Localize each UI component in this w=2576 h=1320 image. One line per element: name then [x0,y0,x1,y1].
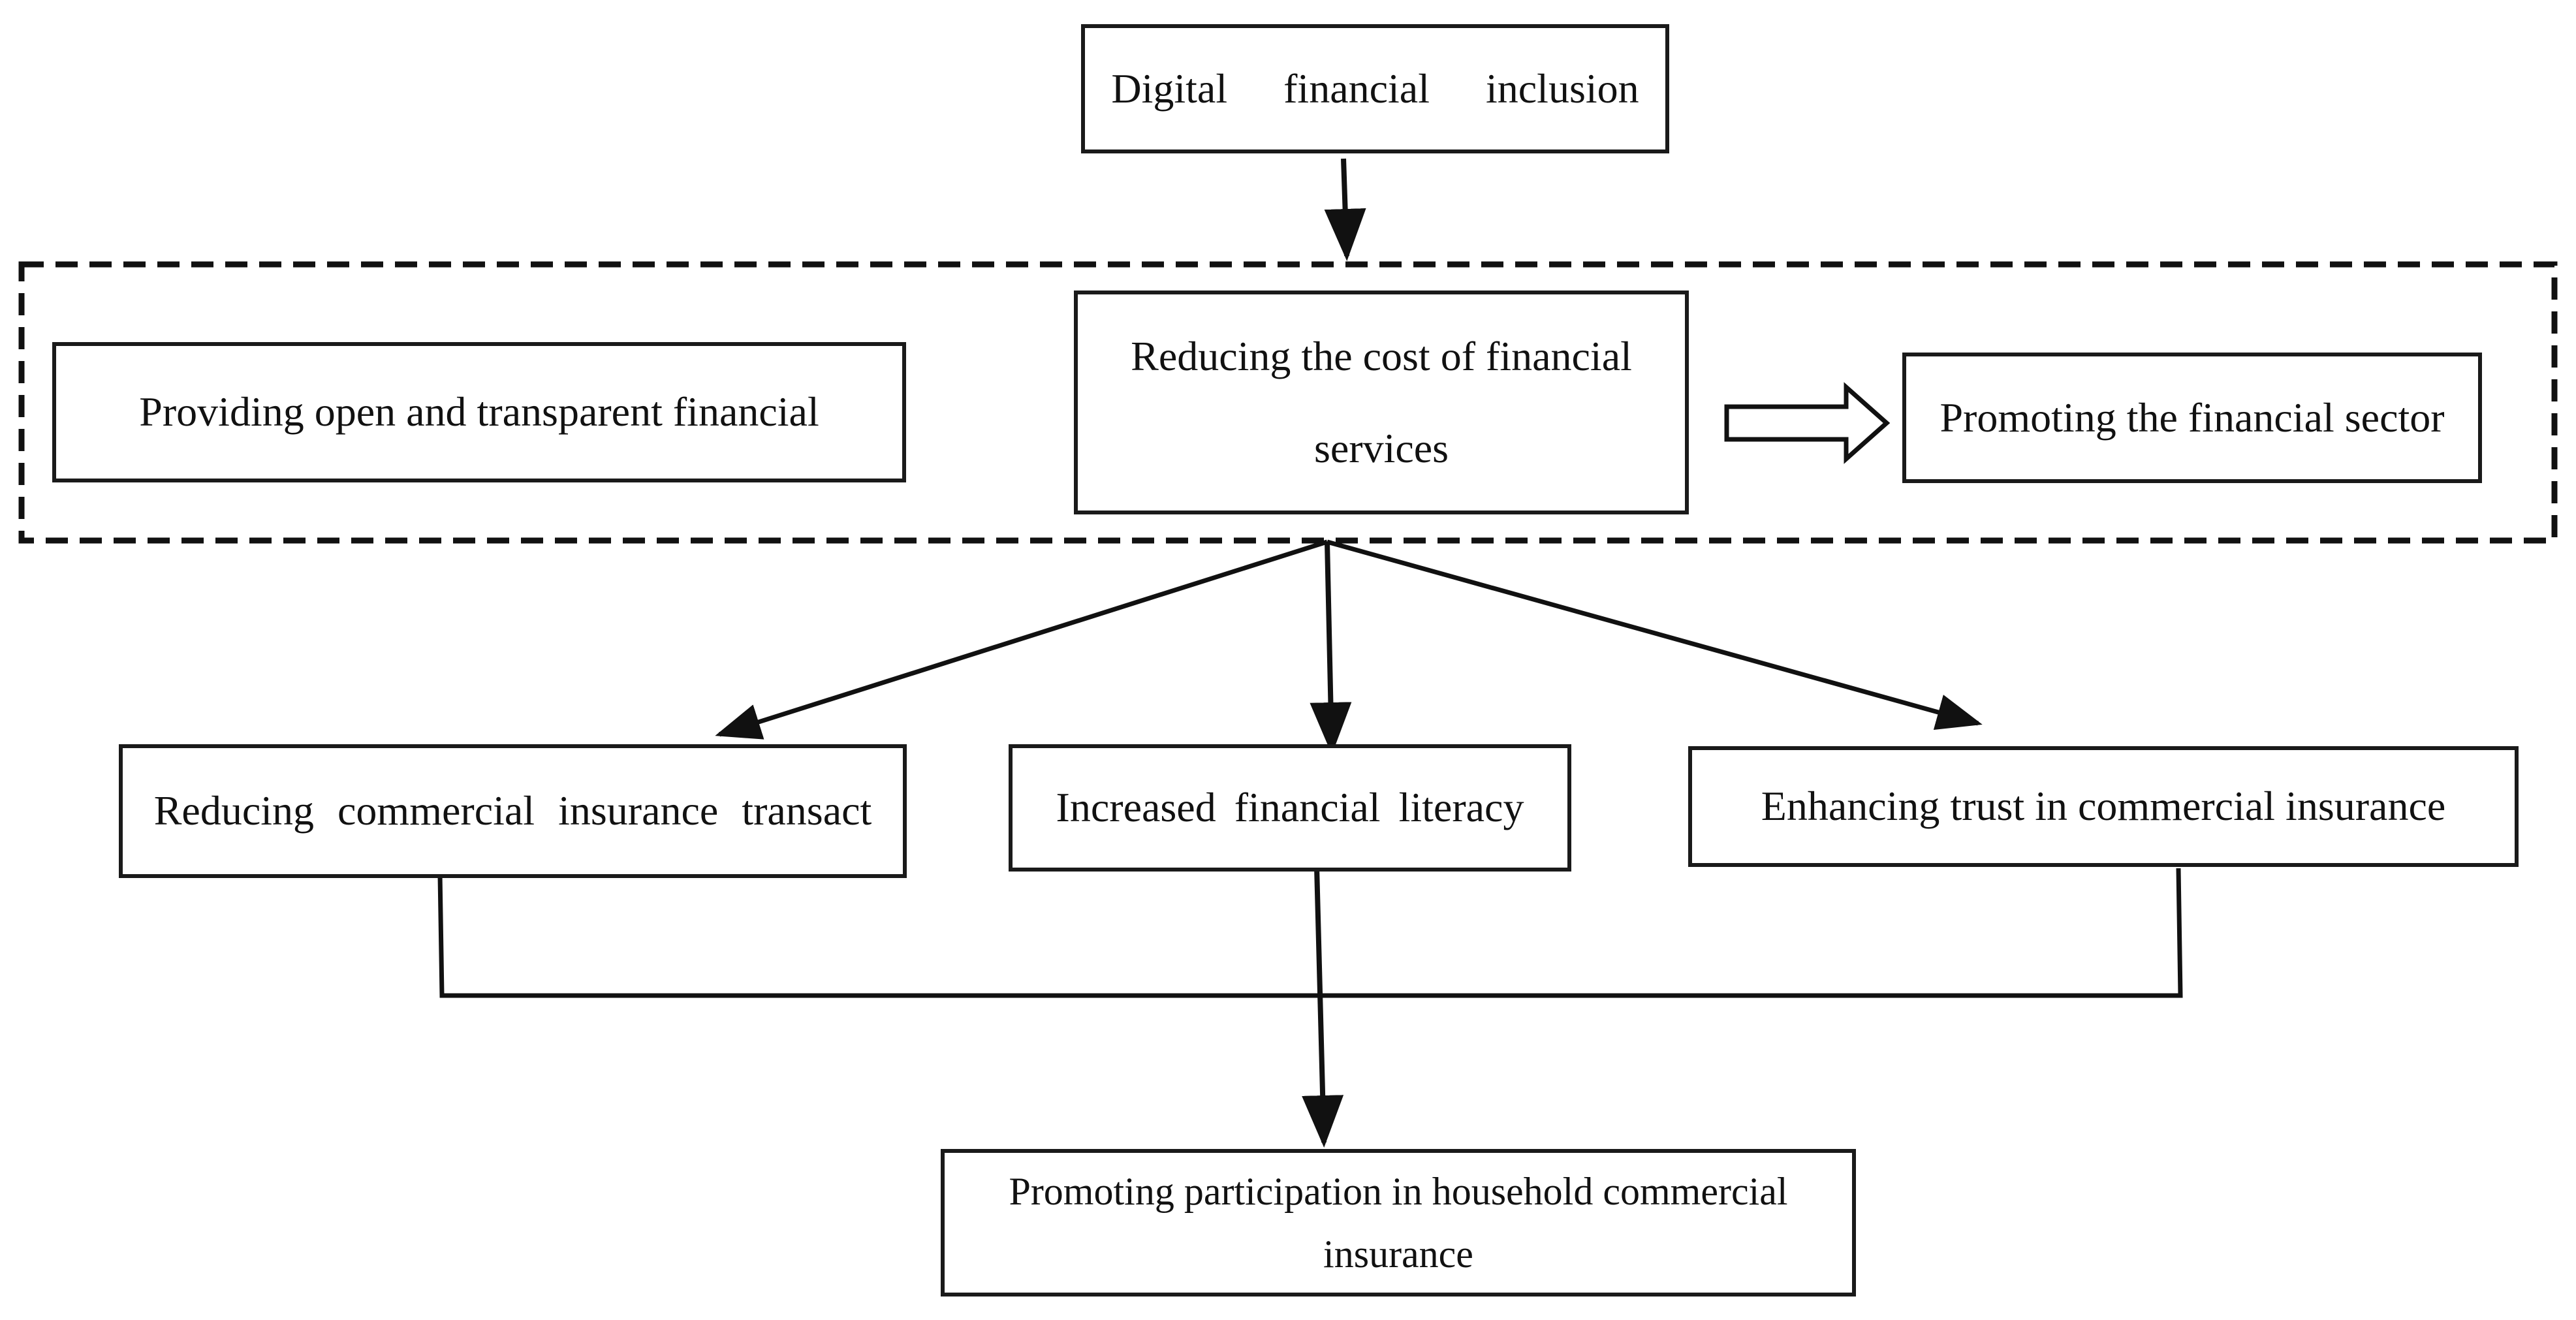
node-label: Increased financial literacy [1056,784,1524,831]
node-label: Digital financial inclusion [1111,65,1639,112]
node-digital-financial-inclusion: Digital financial inclusion [1081,24,1669,153]
connector-bracket [437,868,2183,998]
node-providing-open-transparent: Providing open and transparent financial [52,342,906,482]
arrow-to-channel-2 [1310,541,1352,755]
mechanism-group-frame [18,261,2558,544]
arrow-to-channel-1 [715,539,1328,740]
arrow-to-channel-3 [1327,539,1983,731]
node-financial-literacy: Increased financial literacy [1009,744,1571,872]
node-household-insurance-participation: Promoting participation in household com… [941,1149,1856,1296]
node-label: Promoting participation in household com… [1009,1170,1788,1276]
node-label: Reducing commercial insurance transact [153,787,872,834]
node-reducing-cost: Reducing the cost of financial services [1074,291,1689,514]
node-label: Enhancing trust in commercial insurance [1761,783,2446,830]
node-enhancing-trust: Enhancing trust in commercial insurance [1688,746,2519,867]
node-label: Providing open and transparent financial [139,388,819,435]
arrow-to-outcome [1302,866,1344,1148]
node-label: Promoting the financial sector [1940,394,2445,441]
node-reducing-insurance-transact: Reducing commercial insurance transact [119,744,907,878]
hollow-arrow-icon [1724,382,1891,464]
node-label: Reducing the cost of financial services [1131,332,1632,471]
node-promoting-financial-sector: Promoting the financial sector [1902,353,2482,483]
arrow-top-to-group [1324,158,1366,261]
